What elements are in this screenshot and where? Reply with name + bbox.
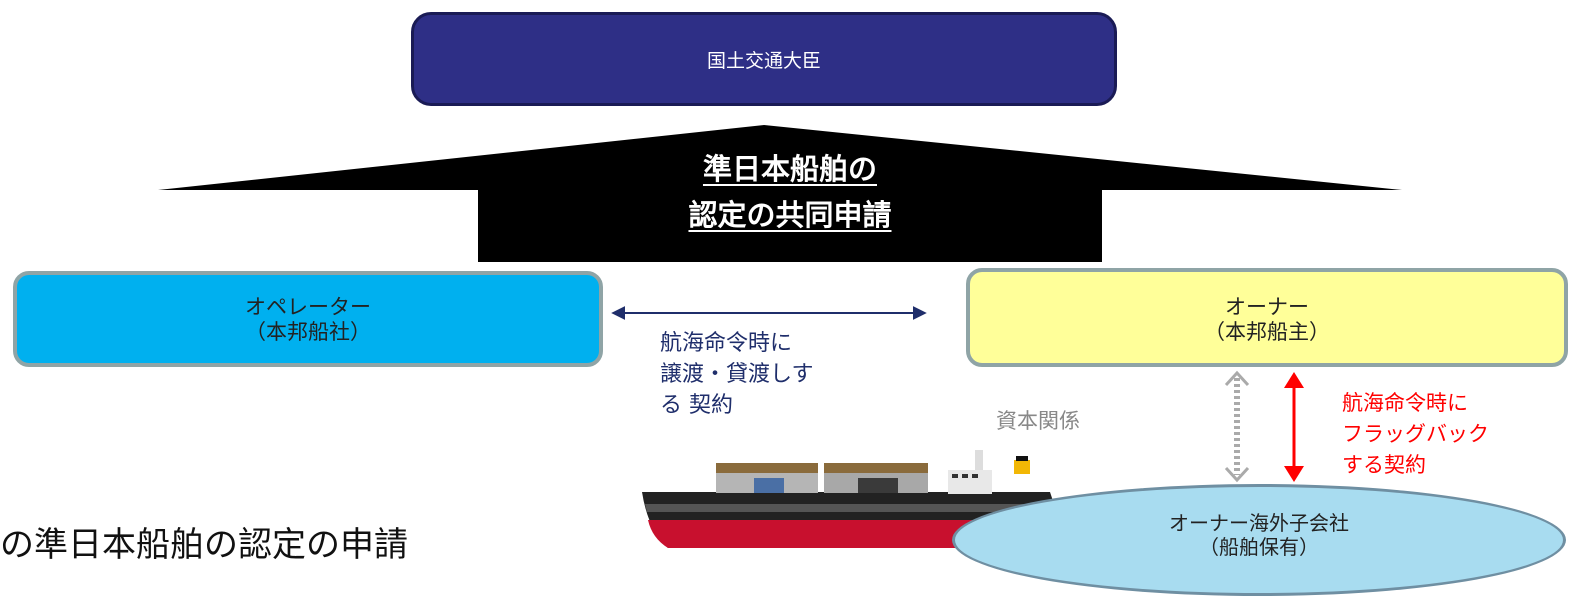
flagback-line3: する契約 <box>1342 453 1426 477</box>
transfer-contract-line3: る 契約 <box>660 393 733 418</box>
diagram-graphics <box>158 125 1402 548</box>
flagback-contract-text: 航海命令時に フラッグバック する契約 <box>1342 388 1489 481</box>
transfer-contract-text: 航海命令時に 譲渡・貸渡しす る 契約 <box>660 328 890 421</box>
subsidiary-name: オーナー海外子会社 <box>1169 511 1349 535</box>
joint-application-line1: 準日本船舶の <box>702 152 877 186</box>
transfer-contract-line2: 譲渡・貸渡しす <box>660 362 814 387</box>
owner-name: オーナー <box>1225 295 1309 319</box>
joint-application-arrow <box>158 125 1402 262</box>
joint-application-line2: 認定の共同申請 <box>688 198 892 232</box>
minister-box: 国土交通大臣 <box>411 12 1117 106</box>
operator-name: オペレーター <box>245 295 371 319</box>
minister-label: 国土交通大臣 <box>706 49 821 72</box>
operator-subtitle: （本邦船社） <box>245 320 371 344</box>
joint-application-title: 準日本船舶の 認定の共同申請 <box>478 146 1102 238</box>
overseas-subsidiary-ellipse: オーナー海外子会社 （船舶保有） <box>952 484 1566 596</box>
owner-subtitle: （本邦船主） <box>1204 320 1330 344</box>
transfer-contract-line1: 航海命令時に <box>660 331 793 356</box>
subsidiary-subtitle: （船舶保有） <box>1199 535 1319 559</box>
flagback-line2: フラッグバック <box>1342 422 1489 446</box>
operator-box: オペレーター （本邦船社） <box>13 271 603 367</box>
flagback-line1: 航海命令時に <box>1342 391 1468 415</box>
capital-relation-label: 資本関係 <box>996 409 1080 433</box>
bottom-caption: の準日本船舶の認定の申請 <box>0 525 408 565</box>
owner-box: オーナー （本邦船主） <box>966 268 1568 367</box>
